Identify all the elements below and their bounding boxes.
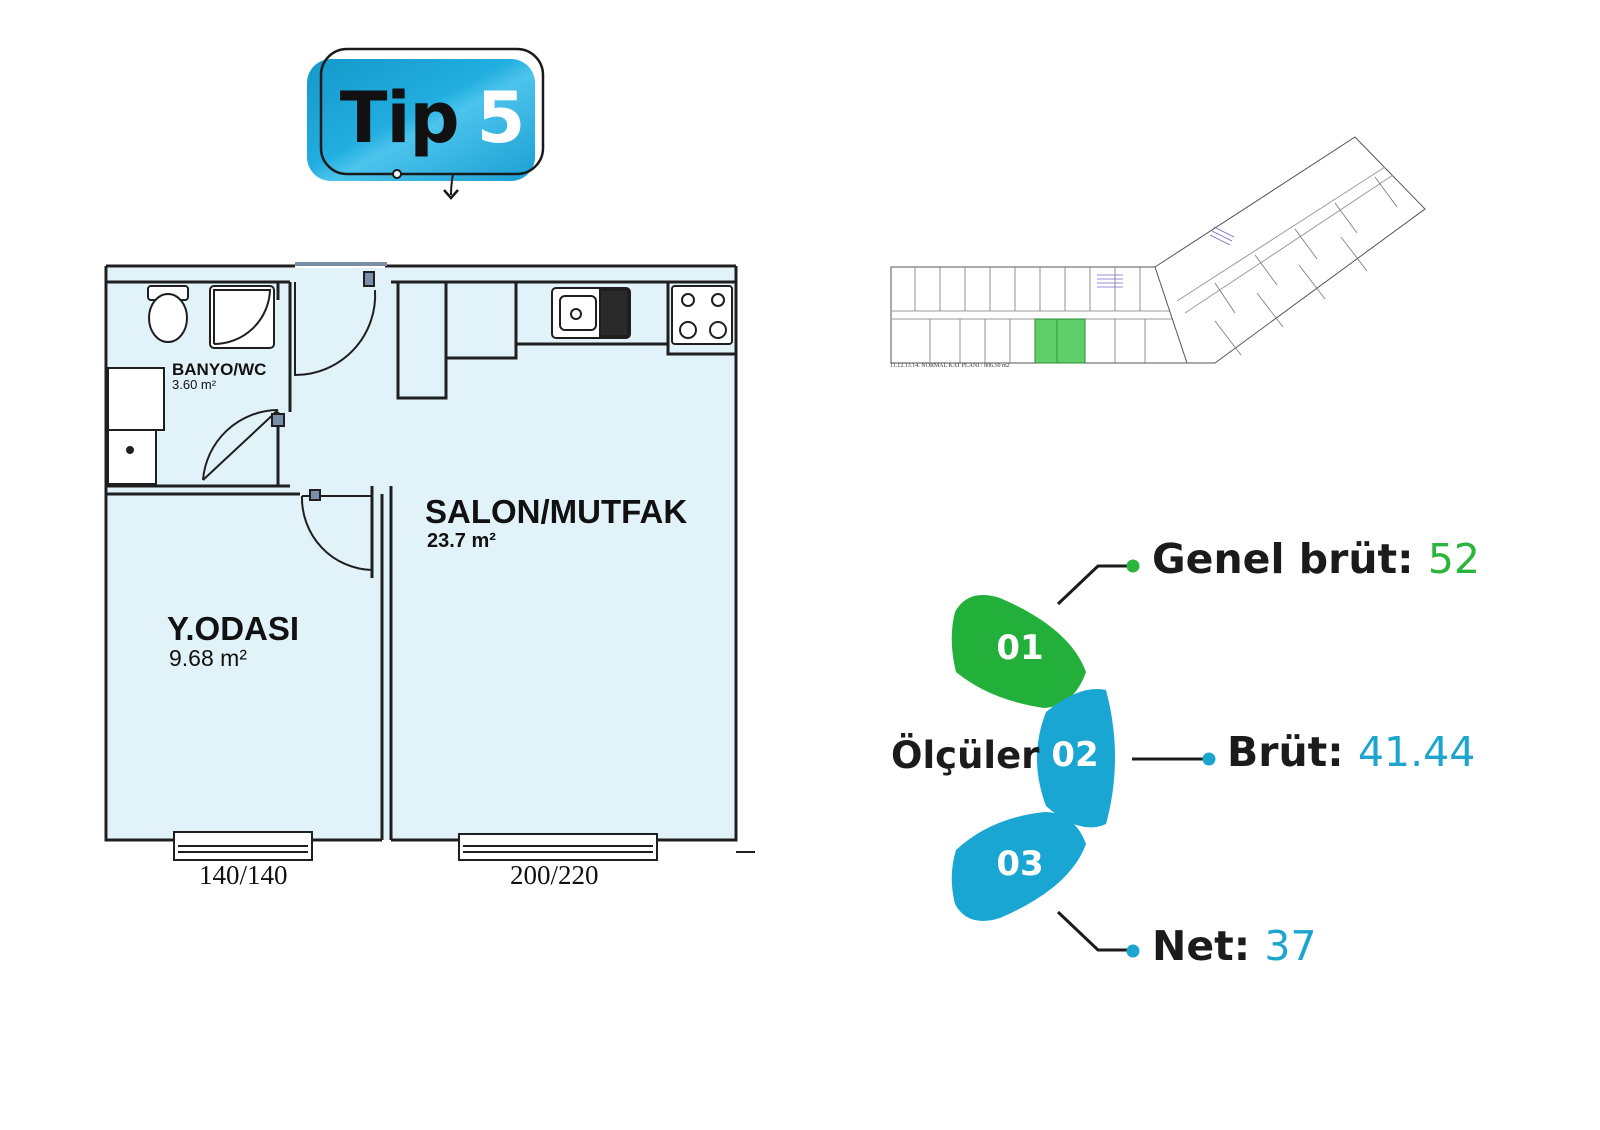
floor-plan-drawing bbox=[104, 262, 755, 861]
measure-genel-brut-label: Genel brüt: bbox=[1152, 535, 1414, 583]
measures-graphic bbox=[951, 559, 1216, 958]
site-plan-drawing bbox=[890, 136, 1426, 364]
measure-net: Net: 37 bbox=[1152, 922, 1317, 970]
measure-genel-brut-value: 52 bbox=[1427, 535, 1480, 583]
segment-01 bbox=[951, 595, 1086, 708]
measure-genel-brut: Genel brüt: 52 bbox=[1152, 535, 1480, 583]
segment-02 bbox=[1037, 688, 1115, 828]
tip-title: Tip 5 bbox=[327, 63, 537, 173]
tip-badge: Tip 5 bbox=[305, 45, 555, 210]
room-name-yodasi: Y.ODASI bbox=[167, 610, 300, 647]
room-area-banyo: 3.60 m² bbox=[172, 377, 217, 392]
measure-net-label: Net: bbox=[1152, 922, 1251, 970]
measures-panel: 01 02 03 Ölçüler Genel brüt: 52 Brüt: 41… bbox=[885, 530, 1485, 970]
room-area-salon: 23.7 m² bbox=[427, 530, 496, 552]
window-label-200: 200/220 bbox=[510, 860, 599, 890]
segment-03-label: 03 bbox=[996, 844, 1044, 884]
segment-02-label: 02 bbox=[1051, 735, 1099, 775]
room-name-salon: SALON/MUTFAK bbox=[425, 493, 688, 530]
segment-01-label: 01 bbox=[996, 628, 1044, 668]
window-label-140: 140/140 bbox=[199, 860, 288, 890]
measures-title: Ölçüler bbox=[891, 734, 1040, 777]
room-area-yodasi: 9.68 m² bbox=[169, 645, 247, 671]
measure-brut-label: Brüt: bbox=[1227, 728, 1344, 776]
tip-badge-shape bbox=[307, 47, 545, 200]
site-plan: 11.12.13.14. NORMAL KAT PLANI : 806.50 m… bbox=[885, 125, 1435, 375]
segment-03 bbox=[951, 812, 1086, 921]
site-plan-caption: 11.12.13.14. NORMAL KAT PLANI : 806.50 m… bbox=[890, 363, 1010, 369]
tip-number: 5 bbox=[476, 77, 526, 159]
measure-brut-value: 41.44 bbox=[1357, 728, 1476, 776]
measure-brut: Brüt: 41.44 bbox=[1227, 728, 1475, 776]
measure-net-value: 37 bbox=[1264, 922, 1317, 970]
floor-plan: BANYO/WC 3.60 m² SALON/MUTFAK 23.7 m² Y.… bbox=[95, 255, 755, 895]
tip-word: Tip bbox=[339, 77, 460, 159]
room-name-banyo: BANYO/WC bbox=[172, 360, 267, 379]
